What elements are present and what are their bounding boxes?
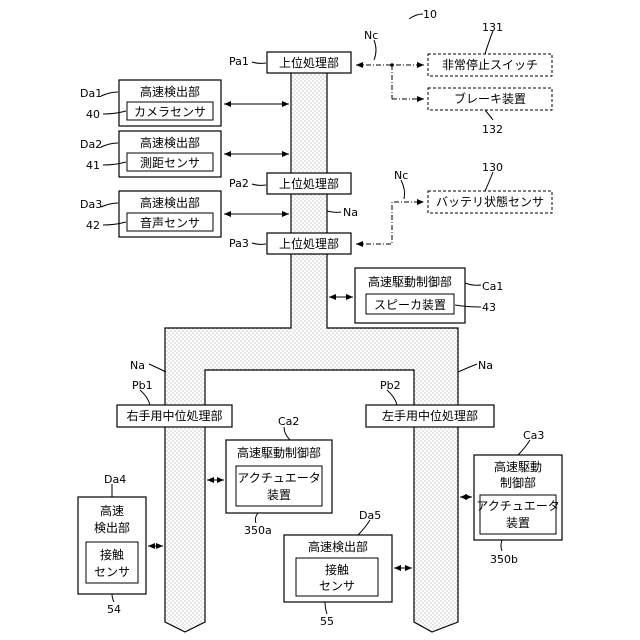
label-da2: Da2 [80,138,102,151]
da4-inner-line1: 接触 [100,547,124,562]
label-350b: 350b [490,553,518,566]
label-41: 41 [86,159,100,172]
da2-title: 高速検出部 [140,135,200,150]
pa1-label: 上位処理部 [279,55,339,70]
label-350a: 350a [244,524,272,537]
da5-inner-line1: 接触 [325,562,349,577]
upper-processor-pa1: 上位処理部 [267,52,351,73]
label-na-mid: Na [343,206,358,219]
high-speed-drive-controller-ca2: 高速駆動制御部 アクチュエータ 装置 [226,440,332,513]
high-speed-drive-controller-ca1: 高速駆動制御部 スピーカ装置 [355,268,465,323]
label-43: 43 [482,301,496,314]
label-na-right: Na [478,359,493,372]
high-speed-detector-da3: 高速検出部 音声センサ [119,191,221,237]
nc-mid-leader [401,180,405,199]
pb2-label: 左手用中位処理部 [382,408,478,423]
label-132: 132 [482,123,503,136]
ca3-title-line1: 高速駆動 [494,459,542,474]
label-nc-mid: Nc [394,169,408,182]
da4-title-line1: 高速 [100,503,124,518]
brake-device-box: ブレーキ装置 [428,88,552,110]
ca1-title: 高速駆動制御部 [368,274,452,289]
label-pa3: Pa3 [229,237,249,250]
da5-inner-line2: センサ [319,579,355,593]
label-pa1: Pa1 [229,55,249,68]
brake-label: ブレーキ装置 [454,91,526,106]
battery-sensor-box: バッテリ状態センサ [428,191,552,213]
label-40: 40 [86,108,100,121]
upper-processor-pa2: 上位処理部 [267,173,351,194]
ca3-inner-line1: アクチュエータ [476,499,559,513]
label-54: 54 [107,603,121,616]
high-speed-detector-da2: 高速検出部 測距センサ [119,131,221,177]
high-speed-detector-da4: 高速 検出部 接触 センサ [78,497,146,594]
battery-sensor-label: バッテリ状態センサ [436,194,544,209]
label-42: 42 [86,219,100,232]
label-ca1: Ca1 [482,280,503,293]
label-na-left: Na [130,359,145,372]
ca3-inner-line2: 装置 [506,516,530,530]
label-pb1: Pb1 [132,379,153,392]
label-da3: Da3 [80,198,102,211]
label-131: 131 [482,21,503,34]
label-da1: Da1 [80,87,102,100]
ranging-sensor-label: 測距センサ [140,156,200,170]
speaker-device-label: スピーカ装置 [374,298,446,312]
ca2-inner-line1: アクチュエータ [237,471,320,485]
emergency-stop-label: 非常停止スイッチ [442,57,538,72]
da4-title-line2: 検出部 [94,520,130,535]
label-130: 130 [482,161,503,174]
da5-title: 高速検出部 [308,539,368,554]
ca3-title-line2: 制御部 [500,475,536,490]
da1-title: 高速検出部 [140,84,200,99]
label-nc-top: Nc [364,29,378,42]
junction-dot [390,63,394,67]
pa3-label: 上位処理部 [279,236,339,251]
label-da4: Da4 [104,473,126,486]
high-speed-drive-controller-ca3: 高速駆動 制御部 アクチュエータ 装置 [474,455,562,540]
da4-inner-line2: センサ [94,565,130,579]
emergency-stop-switch-box: 非常停止スイッチ [428,54,552,76]
high-speed-detector-da5: 高速検出部 接触 センサ [284,535,392,602]
camera-sensor-label: カメラセンサ [134,105,206,119]
label-da5: Da5 [359,509,381,522]
figure-number: 10 [423,8,437,21]
da-bus-arrows [224,104,289,214]
high-speed-detector-da1: 高速検出部 カメラセンサ [119,80,221,126]
upper-processor-pa3: 上位処理部 [267,233,351,254]
label-pb2: Pb2 [380,379,401,392]
right-hand-mid-processor-pb1: 右手用中位処理部 [117,405,232,427]
pa2-label: 上位処理部 [279,176,339,191]
nc-connections [356,65,424,244]
voice-sensor-label: 音声センサ [140,215,200,230]
label-ca3: Ca3 [523,429,544,442]
label-55: 55 [320,615,334,628]
pb1-label: 右手用中位処理部 [126,408,222,423]
label-ca2: Ca2 [278,415,299,428]
da3-title: 高速検出部 [140,195,200,210]
label-pa2: Pa2 [229,177,249,190]
ca2-inner-line2: 装置 [267,488,291,502]
nc-top-leader [374,40,376,60]
left-hand-mid-processor-pb2: 左手用中位処理部 [366,405,494,427]
ca2-title: 高速駆動制御部 [237,445,321,460]
